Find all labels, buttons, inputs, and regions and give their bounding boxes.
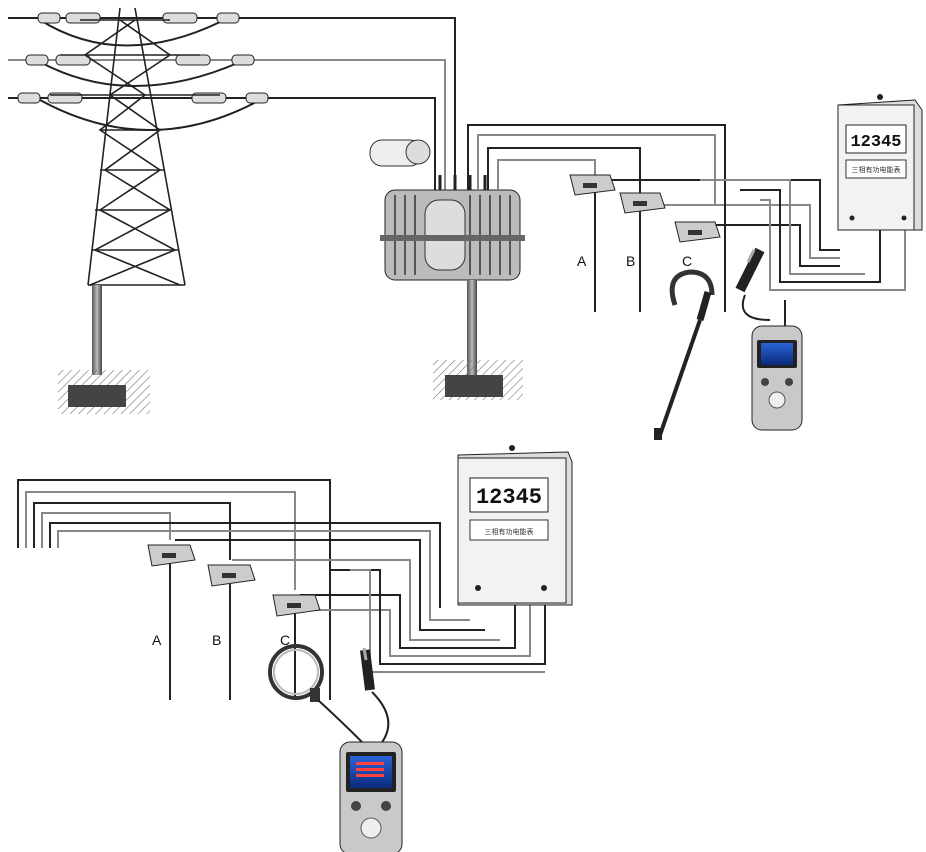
- bottom-ct-sensor-c: [273, 595, 320, 616]
- insulators: [18, 13, 268, 103]
- current-clamp: [740, 250, 770, 320]
- bottom-meter-box: 12345 三相有功电能表: [458, 445, 572, 605]
- phase-label-b: B: [626, 253, 635, 269]
- ct-sensor-a: [570, 175, 615, 195]
- bottom-phase-label-a: A: [152, 632, 162, 648]
- bottom-meter-caption: 三相有功电能表: [485, 527, 534, 536]
- top-system: A B C 12345: [8, 8, 922, 440]
- bottom-system: A B C 12345 三相有功: [18, 445, 572, 852]
- meter-caption: 三相有功电能表: [852, 165, 901, 174]
- flexible-current-loop: [270, 646, 365, 745]
- meter-display: 12345: [850, 133, 901, 152]
- phase-label-c: C: [682, 253, 692, 269]
- clamp-probe: [654, 272, 712, 440]
- bottom-current-clamp: [364, 648, 388, 745]
- transmission-tower: [50, 8, 220, 285]
- phase-label-a: A: [577, 253, 587, 269]
- bottom-handheld-tester: [340, 742, 402, 852]
- bottom-meter-display: 12345: [476, 485, 542, 510]
- tower-foundation: [58, 370, 150, 414]
- transformer-foundation: [433, 360, 523, 400]
- bottom-phase-label-b: B: [212, 632, 221, 648]
- ct-sensor-b: [620, 193, 665, 213]
- ct-sensor-c: [675, 222, 720, 242]
- bottom-ct-sensor-a: [148, 545, 195, 566]
- meter-box: 12345 三相有功电能表: [838, 94, 922, 230]
- tower-pole: [92, 285, 102, 375]
- bottom-ct-sensor-b: [208, 565, 255, 586]
